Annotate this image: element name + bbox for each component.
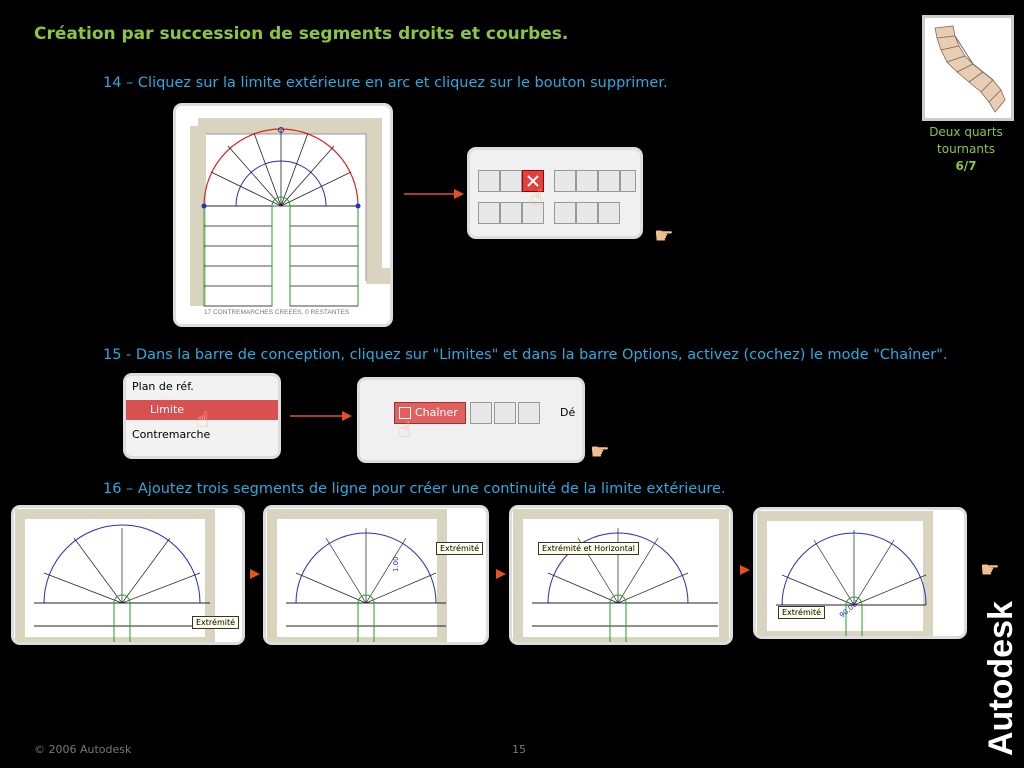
- menu-plan-ref[interactable]: Plan de réf.: [132, 380, 194, 393]
- snap-tag-2: Extrémité: [436, 542, 484, 555]
- chainer-label: Chaîner: [415, 406, 458, 419]
- tool-f-button[interactable]: [598, 202, 620, 224]
- snap-tag-4: Extrémité: [778, 606, 826, 619]
- copyright: © 2006 Autodesk: [34, 743, 132, 756]
- step16-shot-2: 1.00 Extrémité: [266, 508, 486, 642]
- paste-button[interactable]: [500, 170, 522, 192]
- snap-tag-3: Extrémité et Horizontal: [538, 542, 640, 555]
- progress-counter: 6/7: [955, 159, 977, 173]
- arrow-15: [290, 411, 352, 421]
- click-hand-icon: ☝: [196, 408, 210, 433]
- tool-b-button[interactable]: [500, 202, 522, 224]
- thumbnail-caption: Deux quarts tournants 6/7: [918, 124, 1014, 175]
- redo-button[interactable]: [598, 170, 620, 192]
- status-line: 17 CONTREMARCHES CREEES, 0 RESTANTES: [204, 309, 350, 316]
- arc-tool-button[interactable]: [518, 402, 540, 424]
- chainer-toggle[interactable]: Chaîner: [394, 402, 466, 424]
- download-button[interactable]: [576, 170, 598, 192]
- next-hand-icon: ☛: [654, 224, 674, 249]
- stair-thumbnail: [922, 15, 1014, 121]
- arrow-14: [404, 189, 464, 199]
- copy-button[interactable]: [478, 170, 500, 192]
- tool-a-button[interactable]: [478, 202, 500, 224]
- arrow-16c: [740, 565, 750, 575]
- step-16-text: 16 – Ajoutez trois segments de ligne pou…: [103, 481, 726, 497]
- caption-line-1: Deux quarts: [929, 125, 1003, 139]
- step-15-text: 15 - Dans la barre de conception, clique…: [103, 347, 948, 363]
- design-bar-screenshot: Plan de réf. Limite Contremarche ☝: [126, 376, 278, 456]
- next-hand-icon-3: ☛: [980, 558, 1000, 583]
- arrow-16a: [250, 569, 260, 579]
- next-hand-icon-2: ☛: [590, 440, 610, 465]
- delete-button[interactable]: [522, 170, 544, 192]
- line-tool-button[interactable]: [470, 402, 492, 424]
- snap-tag-1: Extrémité: [192, 616, 240, 629]
- delete-x-icon: [527, 175, 539, 187]
- menu-limite[interactable]: Limite: [126, 400, 278, 420]
- undo-button[interactable]: [554, 170, 576, 192]
- click-hand-icon-2: ☝: [398, 418, 412, 443]
- logo-text: Autodesk: [982, 601, 1020, 756]
- menu-contremarche[interactable]: Contremarche: [132, 428, 211, 441]
- step16-shot-4: 90.00° Extrémité: [756, 510, 964, 636]
- step16-shot-1: Extrémité: [14, 508, 242, 642]
- chainer-checkbox[interactable]: [399, 407, 411, 419]
- options-bar-screenshot: Chaîner Dé ☝: [360, 380, 582, 460]
- caption-line-2: tournants: [937, 142, 995, 156]
- page-number: 15: [512, 743, 526, 756]
- slide-title: Création par succession de segments droi…: [34, 24, 569, 44]
- step-14-text: 14 – Cliquez sur la limite extérieure en…: [103, 75, 668, 91]
- spiral-stair-image: [925, 18, 1011, 118]
- options-truncated: Dé: [560, 406, 576, 419]
- tool-e-button[interactable]: [576, 202, 598, 224]
- pointer-hand-icon: ☝: [530, 186, 544, 211]
- tool-d-button[interactable]: [554, 202, 576, 224]
- step14-plan-screenshot: 17 CONTREMARCHES CREEES, 0 RESTANTES: [176, 106, 390, 324]
- dim-label-2: 1.00: [392, 556, 400, 572]
- dropdown-button[interactable]: [620, 170, 636, 192]
- rect-tool-button[interactable]: [494, 402, 516, 424]
- step16-shot-3: Extrémité et Horizontal: [512, 508, 730, 642]
- arrow-16b: [496, 569, 506, 579]
- dim-label-4: 90.00°: [838, 598, 861, 619]
- autodesk-logo: Autodesk: [968, 580, 1024, 760]
- tool-c-button[interactable]: [522, 202, 544, 224]
- step14-toolbar-screenshot: ☝: [470, 150, 640, 236]
